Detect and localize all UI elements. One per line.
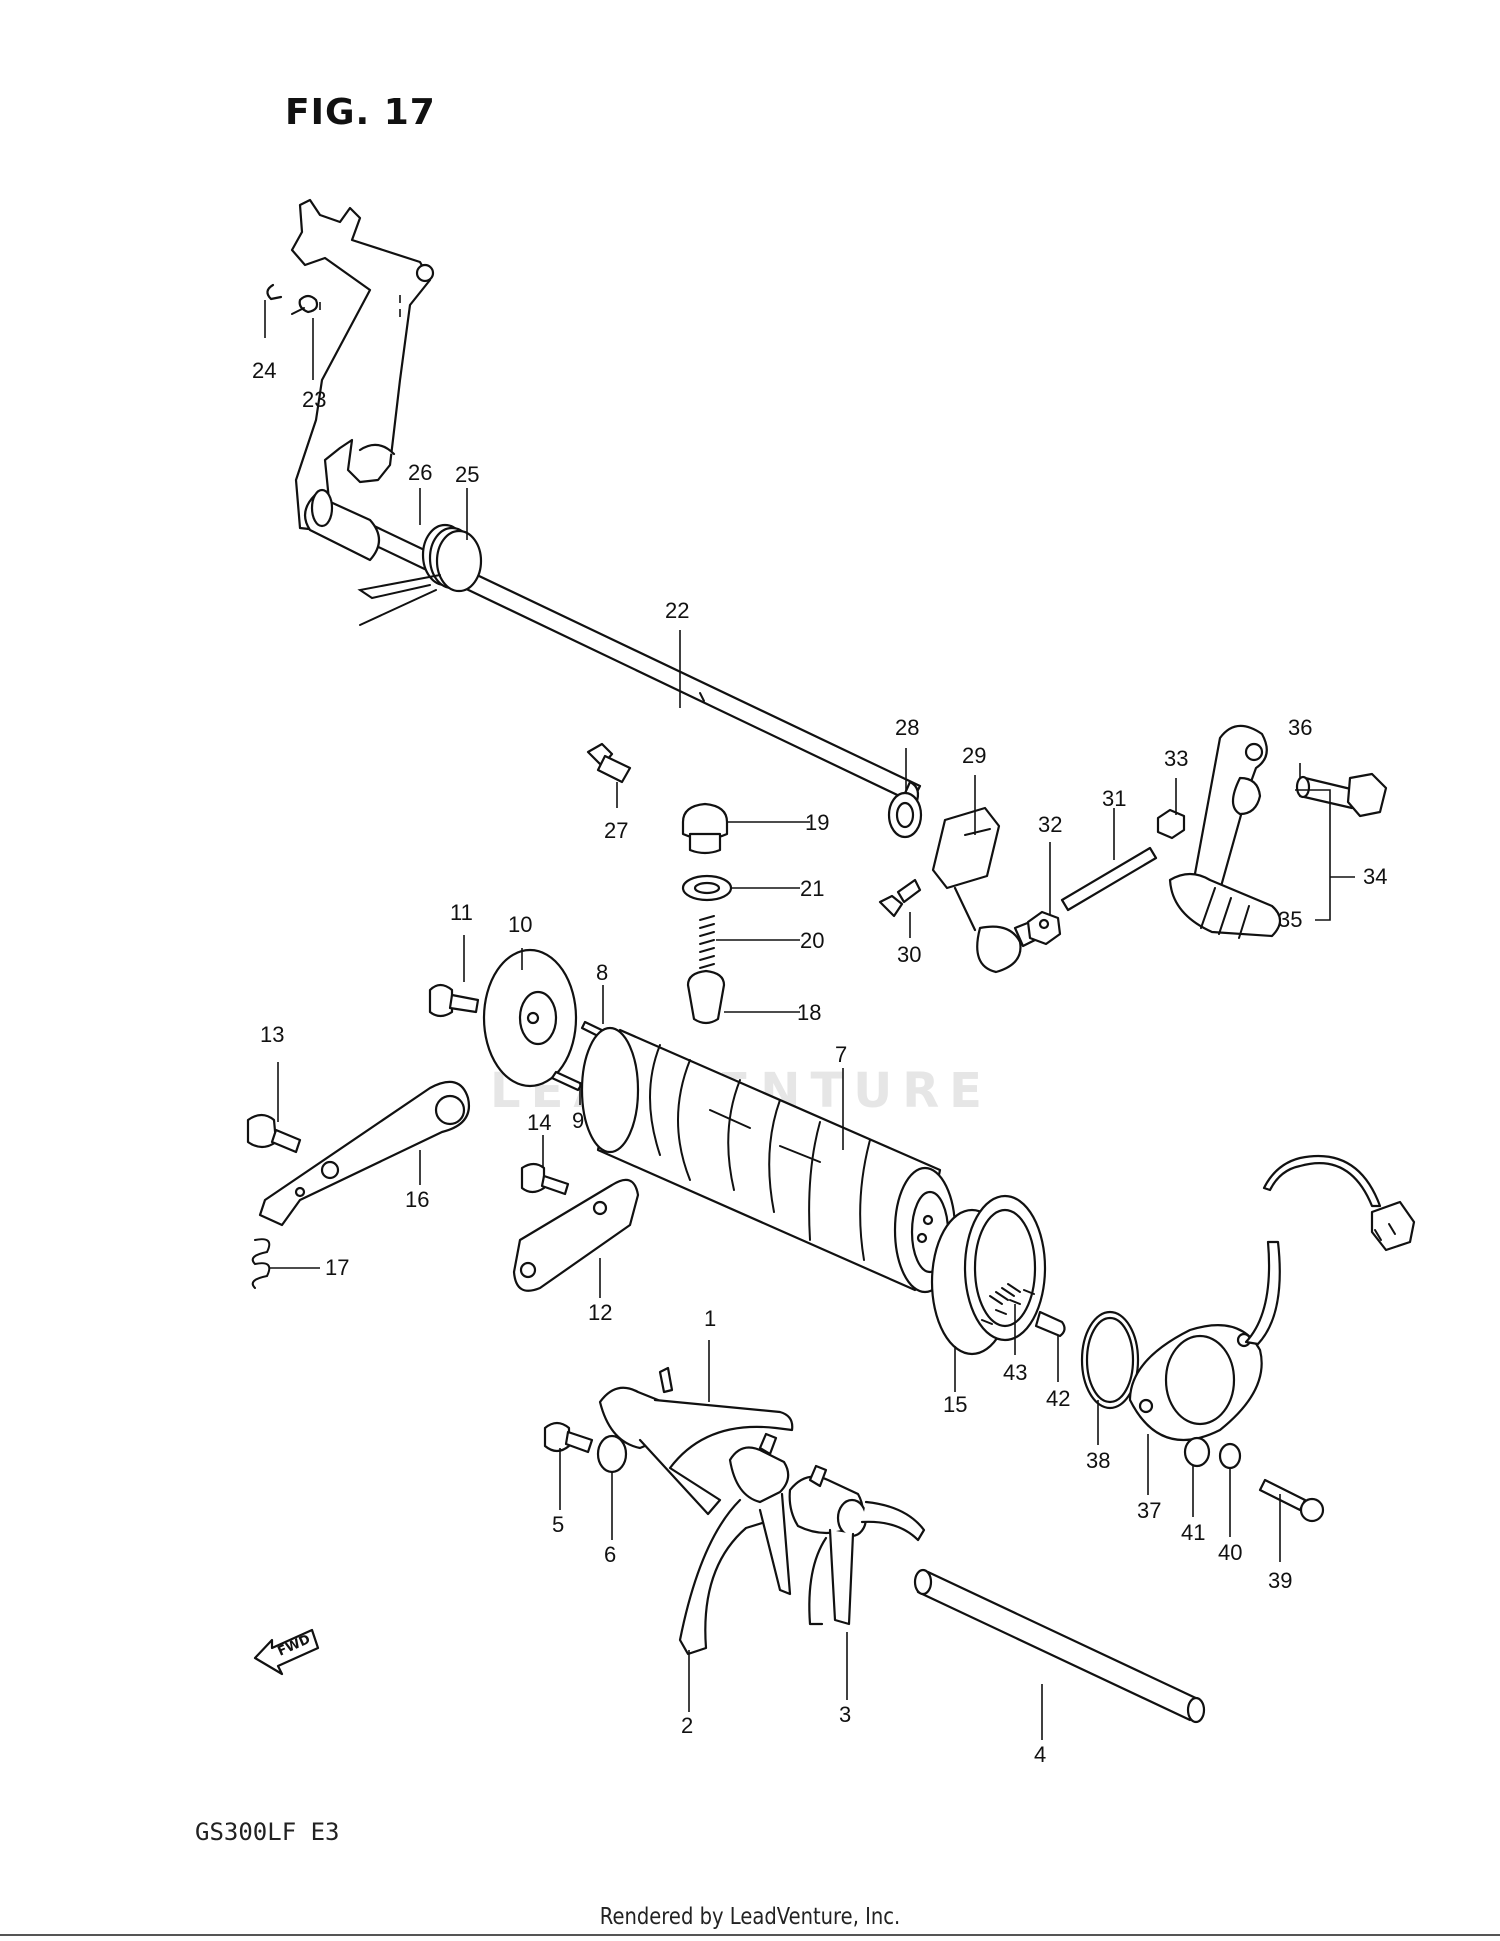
callout-27: 27: [604, 818, 628, 843]
callout-labels: 1 2 3 4 5 6 7 8 9 10 11 12 13 14 15 16 1…: [252, 358, 1387, 1767]
bolt-14: [520, 1162, 570, 1196]
callout-5: 5: [552, 1512, 564, 1537]
callout-1: 1: [704, 1306, 716, 1331]
callout-17: 17: [325, 1255, 349, 1280]
callout-8: 8: [596, 960, 608, 985]
cam-plate-10: [482, 948, 578, 1088]
callout-30: 30: [897, 942, 921, 967]
footer-divider: [0, 1934, 1500, 1936]
callout-10: 10: [508, 912, 532, 937]
callout-11: 11: [450, 900, 473, 925]
shift-fork-1: [598, 1366, 794, 1516]
circlip-24: [266, 283, 283, 301]
fwd-arrow-icon: FWD: [253, 1628, 320, 1676]
pivot-bolt-36: [1295, 772, 1388, 818]
callout-28: 28: [895, 715, 919, 740]
retainer-12: [512, 1178, 640, 1292]
spring-20: [699, 915, 715, 969]
callout-3: 3: [839, 1702, 851, 1727]
shift-lever-29: [931, 806, 1045, 974]
callout-40: 40: [1218, 1540, 1242, 1565]
pin-9: [550, 1070, 584, 1092]
callout-42: 42: [1046, 1386, 1070, 1411]
stopper-arm-16: [258, 1080, 471, 1227]
bolt-30: [878, 878, 922, 918]
figure-title: FIG. 17: [285, 92, 436, 133]
shift-arm: [290, 198, 435, 532]
callout-2: 2: [681, 1713, 693, 1738]
callout-12: 12: [588, 1300, 612, 1325]
callout-32: 32: [1038, 812, 1062, 837]
callout-37: 37: [1137, 1498, 1161, 1523]
callout-22: 22: [665, 598, 689, 623]
shift-fork-3: [788, 1464, 926, 1626]
callout-41: 41: [1181, 1520, 1205, 1545]
neutral-switch-37: [1128, 1154, 1416, 1442]
washer-6: [596, 1434, 628, 1474]
callout-20: 20: [800, 928, 824, 953]
callout-36: 36: [1288, 715, 1312, 740]
shift-shaft-22: [320, 503, 922, 806]
oil-seal-28: [887, 791, 923, 839]
return-spring-25: [357, 523, 483, 626]
callout-7: 7: [835, 1042, 847, 1067]
leader-lines: [264, 300, 1355, 1740]
screw-11: [428, 983, 480, 1018]
fork-shaft-4: [913, 1568, 1206, 1724]
footer-credit: Rendered by LeadVenture, Inc.: [599, 1904, 901, 1930]
callout-34: 34: [1363, 864, 1387, 889]
callout-13: 13: [260, 1022, 284, 1047]
o-ring-38: [1080, 1310, 1140, 1410]
bolt-5: [543, 1421, 594, 1454]
washer-40: [1218, 1442, 1242, 1470]
callout-39: 39: [1268, 1568, 1292, 1593]
callout-21: 21: [800, 876, 824, 901]
plug-bolt-19: [681, 802, 729, 855]
callout-24: 24: [252, 358, 276, 383]
washer-41: [1183, 1436, 1211, 1468]
callout-33: 33: [1164, 746, 1188, 771]
tie-rod-31: [1060, 846, 1158, 912]
callout-14: 14: [527, 1110, 551, 1135]
nut-32: [1026, 910, 1062, 946]
screw-39: [1258, 1478, 1325, 1523]
model-code: GS300LF E3: [195, 1818, 340, 1846]
callout-43: 43: [1003, 1360, 1027, 1385]
callout-4: 4: [1034, 1742, 1046, 1767]
gearshift-lever-35: [1168, 724, 1282, 939]
washer-21: [681, 874, 733, 902]
spring-17: [251, 1238, 271, 1289]
callout-35: 35: [1278, 907, 1302, 932]
shift-fork-2: [678, 1432, 792, 1656]
pin-42: [1034, 1310, 1066, 1338]
bolt-13: [246, 1113, 302, 1154]
spring-43: [989, 1283, 1021, 1305]
callout-15: 15: [943, 1392, 967, 1417]
shift-drum-7: [580, 1026, 957, 1294]
callout-9: 9: [572, 1108, 584, 1133]
callout-29: 29: [962, 743, 986, 768]
callout-6: 6: [604, 1542, 616, 1567]
callout-25: 25: [455, 462, 479, 487]
callout-38: 38: [1086, 1448, 1110, 1473]
callout-18: 18: [797, 1000, 821, 1025]
callout-16: 16: [405, 1187, 429, 1212]
stopper-18: [686, 969, 726, 1025]
nut-33: [1156, 808, 1186, 840]
bolt-27: [586, 742, 632, 784]
callout-26: 26: [408, 460, 432, 485]
callout-31: 31: [1102, 786, 1126, 811]
callout-23: 23: [302, 387, 326, 412]
callout-19: 19: [805, 810, 829, 835]
